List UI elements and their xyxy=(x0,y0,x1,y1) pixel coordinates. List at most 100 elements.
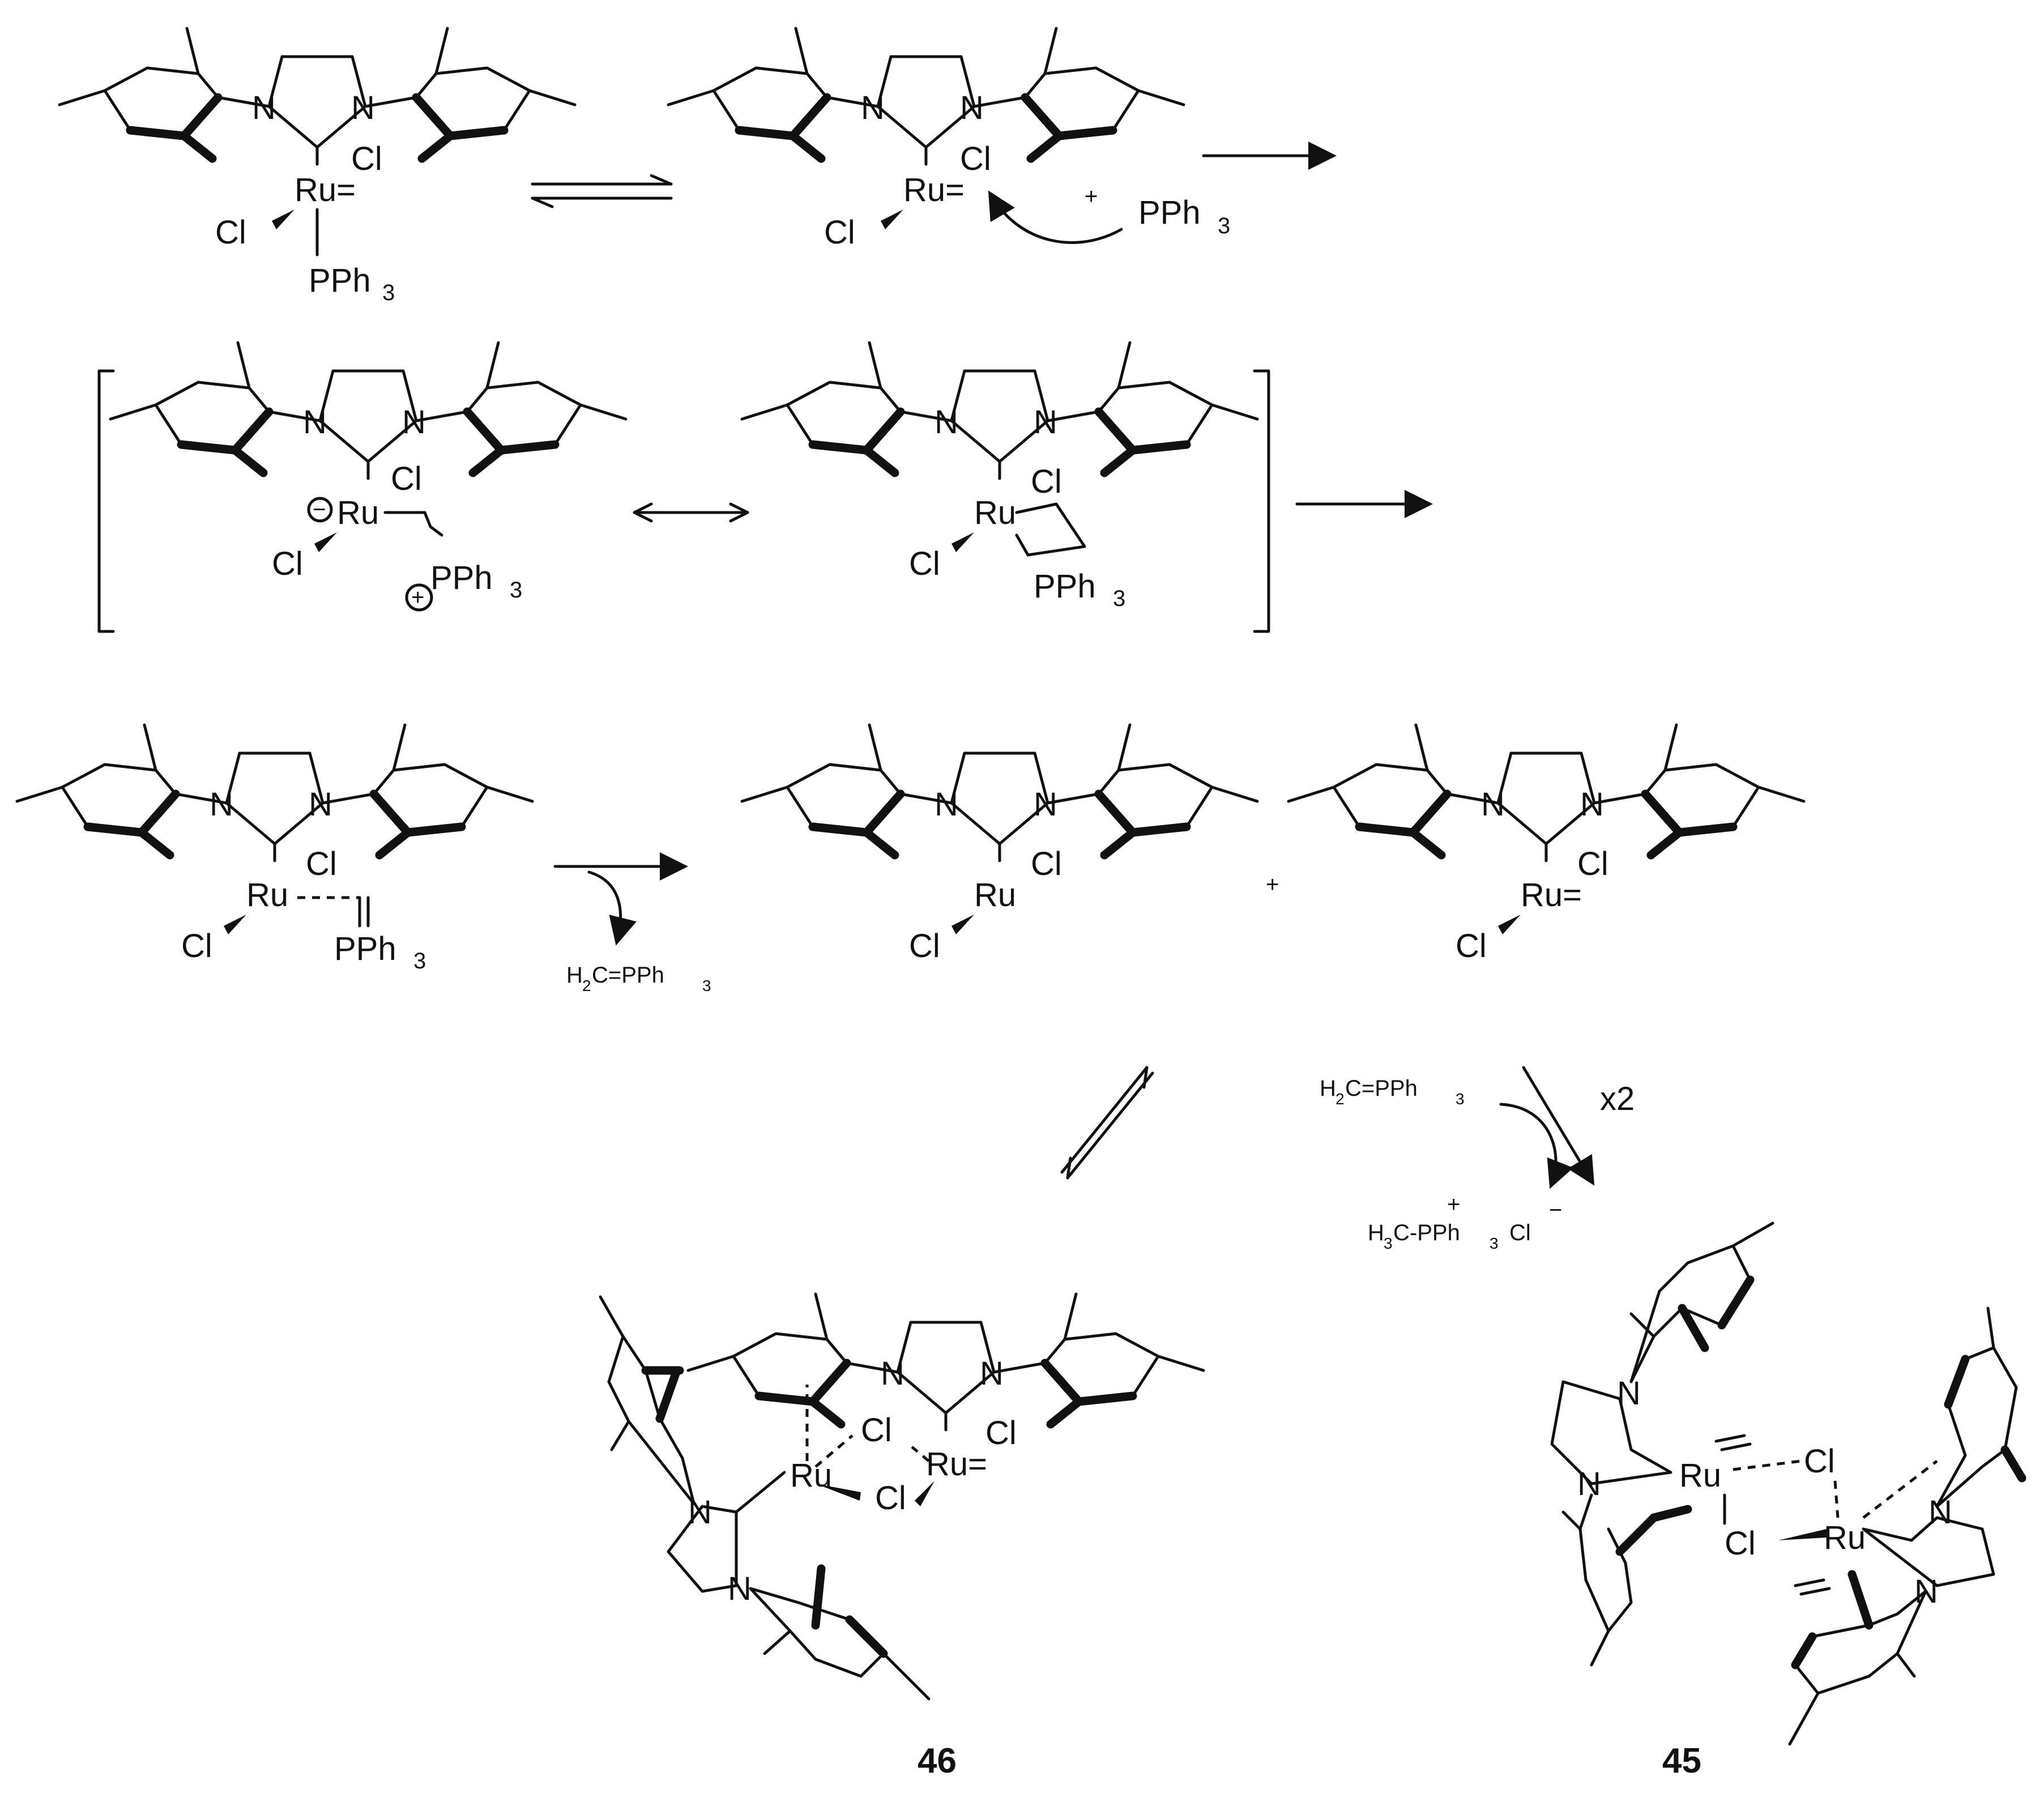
pph3-subscript: 3 xyxy=(510,578,522,603)
svg-text:C-PPh: C-PPh xyxy=(1393,1220,1460,1245)
complex-14e: N N Ru= Cl Cl xyxy=(668,28,1184,251)
ylide-byproduct: H 2 C=PPh 3 xyxy=(566,963,711,994)
svg-text:−: − xyxy=(1549,1198,1562,1223)
plus-sign: + xyxy=(1266,872,1279,897)
compound-46-label: 46 xyxy=(918,1741,957,1780)
plus-sign: + xyxy=(1085,184,1098,209)
svg-text:Cl: Cl xyxy=(1725,1525,1756,1562)
pph3-subscript: 3 xyxy=(413,949,426,973)
dimer-46: N N Ru= Cl Cl Cl Ru N N 46 xyxy=(599,1294,1204,1780)
ylide-adduct: N N − Ru Cl Cl + PPh 3 xyxy=(110,343,626,612)
ru-atom: Ru xyxy=(337,494,379,531)
svg-text:+: + xyxy=(1447,1192,1460,1217)
bracket-left xyxy=(97,369,115,633)
cl-atom: Cl xyxy=(1031,845,1062,882)
svg-text:H: H xyxy=(1368,1220,1384,1245)
svg-text:Ru: Ru xyxy=(790,1457,832,1494)
n-atom: N xyxy=(861,89,885,126)
ru-fragment: N N Ru Cl Cl xyxy=(742,725,1257,964)
n-atom: N xyxy=(934,404,958,441)
equilibrium-arrow-dimer xyxy=(1060,1066,1154,1180)
svg-text:N: N xyxy=(881,1355,904,1392)
plus-sign: + xyxy=(411,585,424,610)
svg-text:Ru: Ru xyxy=(1824,1519,1866,1556)
svg-text:H: H xyxy=(566,963,583,988)
n-atom: N xyxy=(303,404,327,441)
cl-atom: Cl xyxy=(824,214,855,251)
n-atom: N xyxy=(402,404,426,441)
resonance-arrow xyxy=(633,502,749,523)
n-atom: N xyxy=(1034,404,1057,441)
cl-atom: Cl xyxy=(1456,928,1487,964)
svg-text:H: H xyxy=(1320,1076,1336,1101)
minus-sign: − xyxy=(313,497,326,522)
ru-atom: Ru xyxy=(974,494,1016,531)
phosphonium-salt: H 3 C-PPh + 3 Cl − xyxy=(1368,1192,1562,1252)
pph3-reagent: PPh xyxy=(1138,194,1201,231)
bracket-right xyxy=(1253,369,1270,633)
svg-text:Cl: Cl xyxy=(1804,1443,1835,1480)
ruthenacyclobutane: N N Ru Cl Cl PPh 3 xyxy=(742,343,1257,611)
ru-atom: Ru xyxy=(246,877,288,913)
svg-text:2: 2 xyxy=(1335,1090,1345,1108)
ylide-attack-arrow xyxy=(1499,1066,1595,1189)
svg-text:Cl: Cl xyxy=(861,1412,892,1449)
ylide-reagent-2: H 2 C=PPh 3 xyxy=(1320,1076,1465,1108)
pph3-subscript: 3 xyxy=(1113,586,1125,611)
svg-text:2: 2 xyxy=(582,977,591,994)
svg-text:N: N xyxy=(728,1570,752,1607)
svg-text:3: 3 xyxy=(702,977,711,994)
attack-arrow xyxy=(988,190,1123,244)
ru-atom: Ru= xyxy=(1521,877,1582,913)
cl-atom: Cl xyxy=(351,140,382,177)
svg-text:Ru: Ru xyxy=(1679,1457,1721,1494)
cl-atom: Cl xyxy=(909,545,940,582)
svg-text:C=PPh: C=PPh xyxy=(1345,1076,1418,1101)
cl-atom: Cl xyxy=(909,928,940,964)
ru-atom: Ru xyxy=(974,877,1016,913)
cl-atom: Cl xyxy=(215,214,246,251)
pph3-ligand: PPh xyxy=(1034,568,1096,605)
n-atom: N xyxy=(210,786,233,823)
svg-text:N: N xyxy=(1617,1375,1641,1412)
n-atom: N xyxy=(934,786,958,823)
cl-atom: Cl xyxy=(272,545,303,582)
pph3-subscript: 3 xyxy=(382,280,395,305)
cl-atom: Cl xyxy=(391,460,422,497)
ylide-coordinated: N N Ru Cl Cl PPh 3 xyxy=(17,725,532,973)
svg-text:N: N xyxy=(1577,1466,1601,1502)
n-atom: N xyxy=(351,89,375,126)
complex-1-pph3: N N Ru= Cl Cl PPh 3 xyxy=(59,28,575,305)
cl-atom: Cl xyxy=(1031,463,1062,500)
x2-label: x2 xyxy=(1600,1080,1635,1117)
svg-text:3: 3 xyxy=(1384,1235,1393,1252)
cl-atom: Cl xyxy=(181,928,212,964)
ru-atom: Ru= xyxy=(903,172,965,208)
pph3-reagent-subscript: 3 xyxy=(1218,213,1230,238)
ru-atom: Ru= xyxy=(295,172,356,208)
pph3-ligand: PPh xyxy=(309,262,371,299)
svg-text:3: 3 xyxy=(1456,1090,1465,1108)
n-atom: N xyxy=(960,89,984,126)
methylidene-complex: N N Ru= Cl Cl xyxy=(1288,725,1804,964)
pph3-ligand: PPh xyxy=(334,930,396,967)
svg-text:Cl: Cl xyxy=(1509,1220,1531,1245)
n-atom: N xyxy=(252,89,276,126)
n-atom: N xyxy=(1481,786,1505,823)
cl-atom: Cl xyxy=(960,140,991,177)
compound-45-label: 45 xyxy=(1662,1741,1701,1780)
cl-atom: Cl xyxy=(1577,845,1608,882)
svg-text:Cl: Cl xyxy=(985,1415,1017,1451)
pph3-ligand: PPh xyxy=(430,560,493,596)
ylide-loss-arrow xyxy=(553,852,688,946)
dimer-45: Ru Ru Cl Cl N N N N 45 xyxy=(1550,1222,2026,1780)
n-atom: N xyxy=(1034,786,1057,823)
equilibrium-arrow-1 xyxy=(531,174,673,208)
svg-text:Cl: Cl xyxy=(875,1480,906,1517)
n-atom: N xyxy=(309,786,332,823)
svg-text:C=PPh: C=PPh xyxy=(592,963,664,988)
n-atom: N xyxy=(1580,786,1604,823)
plus-charge xyxy=(405,583,433,612)
svg-text:Ru=: Ru= xyxy=(926,1446,987,1483)
